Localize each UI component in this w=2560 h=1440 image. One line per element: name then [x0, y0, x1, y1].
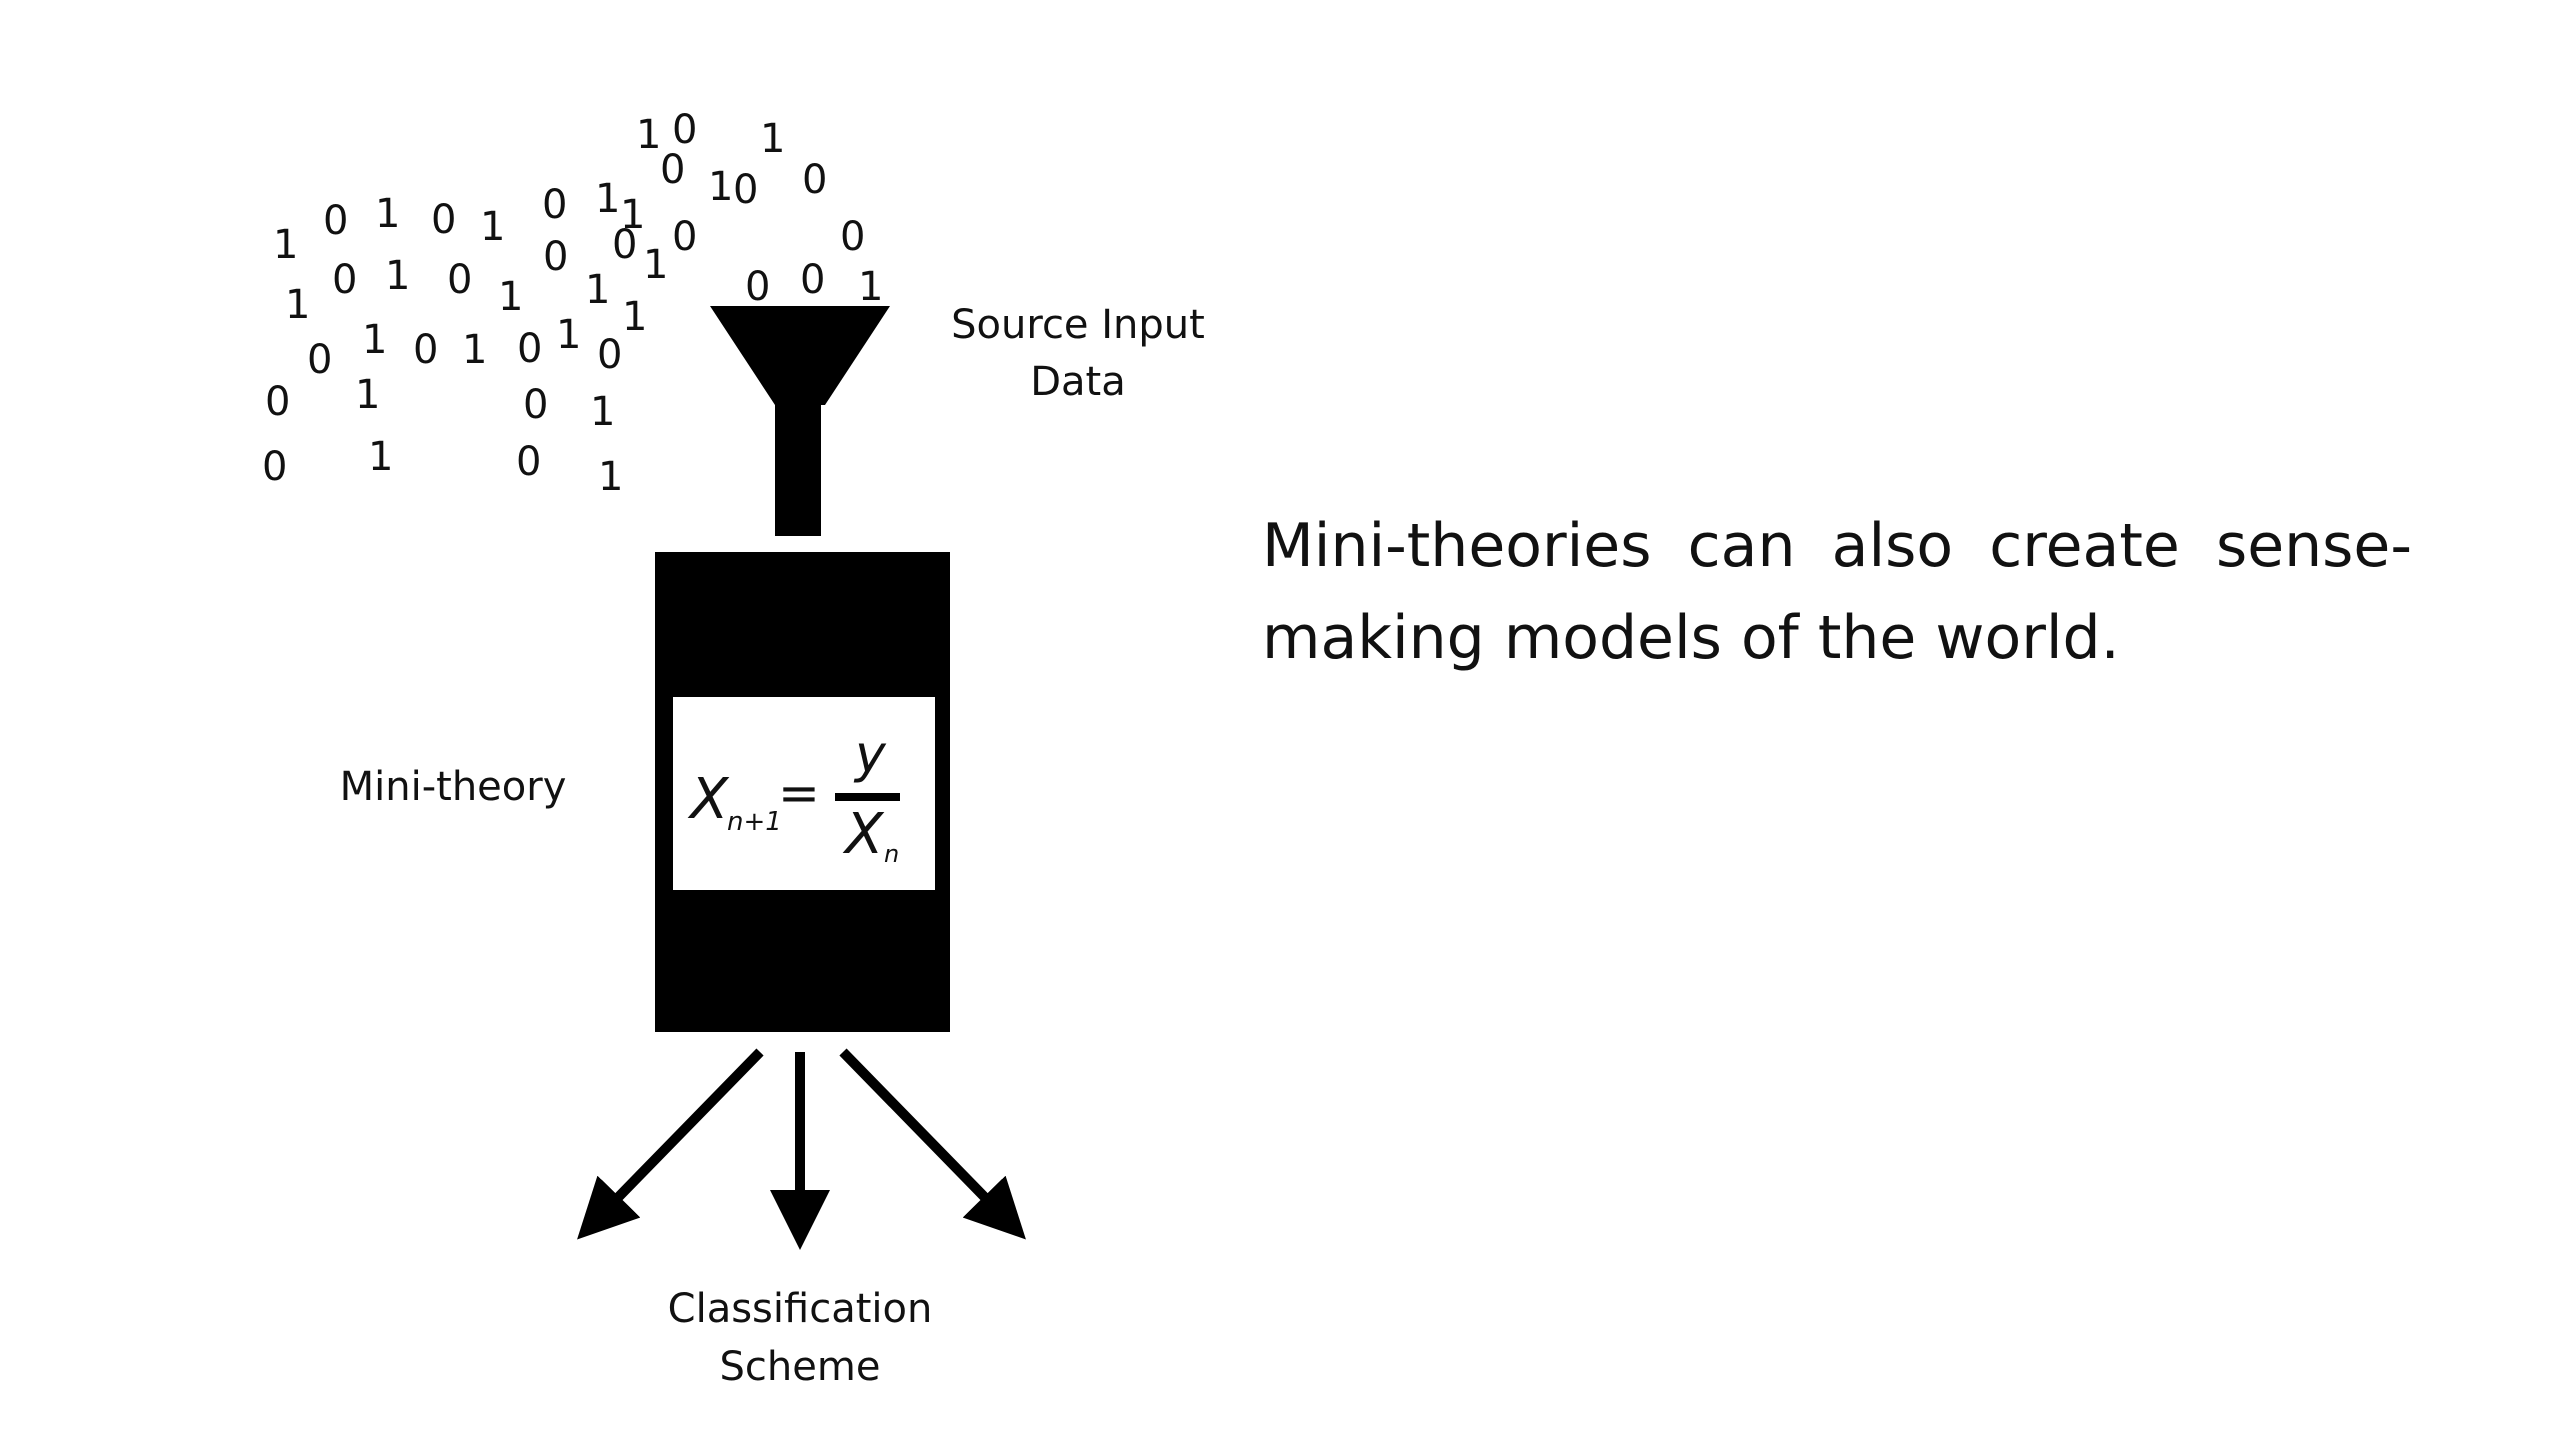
binary-digit: 0: [542, 182, 567, 228]
binary-digit: 0: [733, 167, 758, 213]
source-input-label-line1: Source Input: [951, 302, 1205, 348]
binary-digit: 0: [523, 382, 548, 428]
formula: X n+1 = y X n: [687, 725, 900, 868]
mini-theory-label: Mini-theory: [340, 764, 567, 810]
binary-digit: 1: [480, 204, 505, 250]
classification-label-line1: Classification: [668, 1286, 933, 1332]
binary-digit: 1: [622, 294, 647, 340]
binary-digit: 0: [745, 264, 770, 310]
binary-digit: 0: [413, 327, 438, 373]
binary-digit: 0: [543, 234, 568, 280]
binary-digit: 0: [800, 257, 825, 303]
binary-digit: 0: [516, 439, 541, 485]
binary-digit: 1: [556, 312, 581, 358]
binary-digit: 1: [760, 116, 785, 162]
binary-digit: 1: [285, 282, 310, 328]
binary-digit: 0: [660, 147, 685, 193]
binary-digit: 1: [362, 317, 387, 363]
binary-digit: 1: [590, 389, 615, 435]
binary-digit: 1: [385, 253, 410, 299]
binary-digit: 0: [447, 257, 472, 303]
binary-digit: 1: [643, 242, 668, 288]
binary-digit: 1: [368, 434, 393, 480]
binary-digit: 0: [802, 157, 827, 203]
fraction-bar: [835, 793, 900, 801]
binary-digit: 0: [597, 332, 622, 378]
binary-digit: 0: [332, 257, 357, 303]
binary-digit: 0: [672, 107, 697, 153]
binary-digit: 1: [585, 267, 610, 313]
binary-digit: 1: [598, 454, 623, 500]
binary-digit: 0: [431, 197, 456, 243]
binary-digit: 0: [517, 326, 542, 372]
binary-digit: 1: [595, 176, 620, 222]
binary-digit: 1: [620, 192, 645, 238]
funnel-icon: [710, 306, 890, 536]
main-statement: Mini-theories can also create sense-maki…: [1262, 511, 2412, 673]
binary-digit: 0: [840, 214, 865, 260]
binary-digit: 1: [858, 264, 883, 310]
binary-digit: 0: [323, 198, 348, 244]
source-input-label-line2: Data: [1030, 359, 1126, 405]
binary-digit: 1: [636, 112, 661, 158]
formula-lhs: X: [687, 767, 730, 832]
binary-digit: 0: [265, 379, 290, 425]
binary-digit: 0: [262, 444, 287, 490]
binary-digit: 1: [498, 274, 523, 320]
binary-digit: 0: [672, 214, 697, 260]
formula-denominator: X: [842, 802, 885, 867]
arrow-right-icon: [839, 1048, 1026, 1240]
binary-digit: 1: [355, 372, 380, 418]
binary-digit: 0: [612, 222, 637, 268]
formula-lhs-subscript: n+1: [727, 807, 782, 837]
formula-numerator: y: [853, 725, 887, 785]
classification-label-line2: Scheme: [720, 1344, 881, 1390]
binary-digit: 1: [462, 327, 487, 373]
formula-equals: =: [778, 764, 820, 822]
binary-digit: 1: [273, 222, 298, 268]
binary-digit: 0: [307, 337, 332, 383]
output-arrows: [577, 1048, 1026, 1250]
formula-denominator-subscript: n: [884, 840, 899, 868]
arrow-left-icon: [577, 1048, 764, 1240]
binary-digit: 1: [375, 191, 400, 237]
binary-digit: 1: [708, 164, 733, 210]
